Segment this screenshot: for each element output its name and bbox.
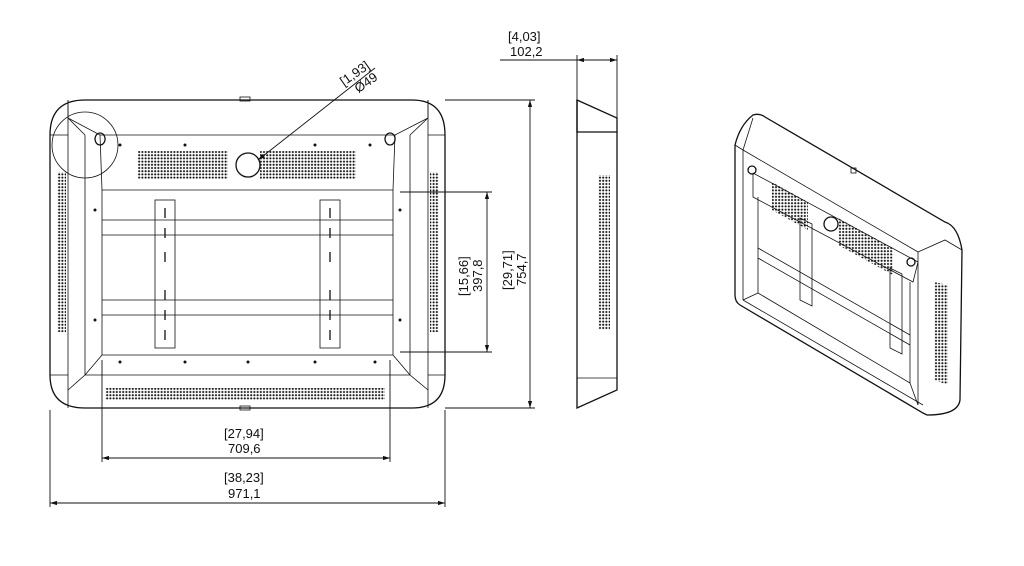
mount-height-mm-label: 397,8 [470,259,485,292]
mounting-rail [102,219,393,316]
overall-width-mm-label: 971,1 [228,486,261,501]
vent-top-right [260,151,356,179]
front-view [49,96,446,411]
iso-vent [772,182,808,230]
outer-frame [49,99,446,409]
depth-inch-label: [4,03] [508,29,541,44]
overall-width-inch-label: [38,23] [224,470,264,485]
vertical-bracket [154,199,176,349]
overall-height-inch-label: [29,71] [500,250,515,290]
detail-circle [51,111,119,179]
top-panel [67,117,429,136]
iso-vent [934,282,948,385]
cable-hole [235,152,261,178]
mount-height-inch-label: [15,66] [456,256,471,296]
vent-left [57,172,66,332]
overall-height-mm-label: 754,7 [514,253,529,286]
vent-bottom [105,388,385,400]
vent-top-left [138,151,228,179]
iso-vent [838,218,893,275]
vent-right [430,172,439,332]
vertical-bracket [319,199,341,349]
depth-mm-label: 102,2 [510,44,543,59]
isometric-view [734,113,963,416]
side-view: [4,03] 102,2 [500,29,618,410]
mount-width-mm-label: 709,6 [228,441,261,456]
mount-width-inch-label: [27,94] [224,426,264,441]
